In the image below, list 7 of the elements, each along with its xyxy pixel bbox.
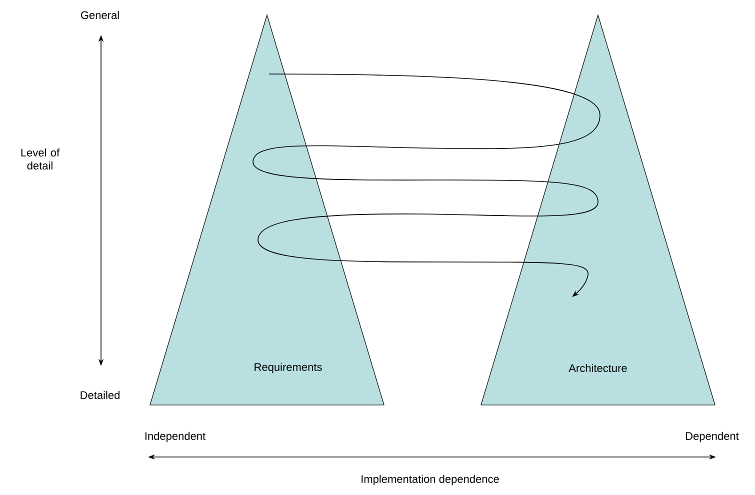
axis-label: General <box>81 10 119 20</box>
axis-label: Detailed <box>80 390 120 400</box>
axis-label: Independent <box>145 432 206 442</box>
axis-label: Implementation dependence <box>362 474 499 486</box>
axis-label: Level of detail <box>21 148 60 170</box>
axis-label: Dependent <box>686 432 739 442</box>
spiral-arrow <box>252 74 600 297</box>
